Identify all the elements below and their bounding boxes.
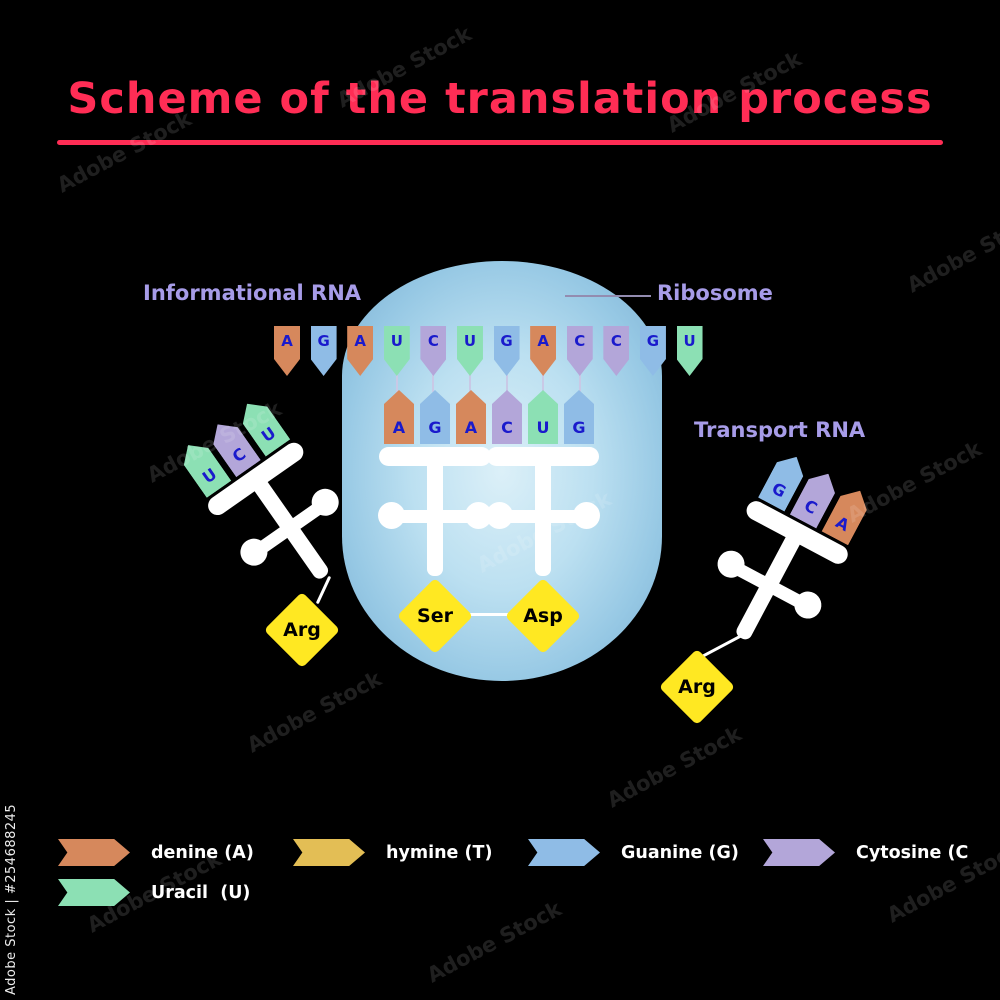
codon-anticodon-connector [432,372,435,392]
anticodon-flag-A: A [384,390,414,444]
anticodon-letter: U [198,464,221,488]
trna-crossbar [391,510,479,523]
legend-item-T: hymine (T) [293,839,492,866]
amino-acid-diamond: Arg [263,591,341,669]
amino-acid-label: Arg [283,619,321,641]
mrna-nucleotide-letter: A [537,332,549,350]
legend-label: Cytosine (C [856,842,969,863]
transport-rna-label: Transport RNA [694,418,866,442]
trna-loop-left [378,502,405,529]
legend-item-G: Guanine (G) [528,839,739,866]
watermark-side-text: Adobe Stock | #254688245 [4,803,19,995]
mrna-nucleotide-flag-C: C [603,326,630,376]
mrna-nucleotide-flag-C: C [566,326,593,376]
anticodon-flag-U: U [528,390,558,444]
trna-loop-left [486,502,513,529]
codon-anticodon-connector [395,372,398,392]
legend-arrow-icon [58,879,130,906]
mrna-nucleotide-flag-A: A [274,326,300,376]
mrna-nucleotide-letter: C [610,332,622,350]
amino-acid-diamond: Arg [658,648,736,726]
mrna-nucleotide-letter: G [646,332,660,350]
legend-arrow-icon [528,839,600,866]
page-title: Scheme of the translation process [67,74,933,124]
anticodon-letter: A [392,418,406,437]
anticodon-letter: C [501,418,513,437]
mrna-nucleotide-flag-U: U [383,326,410,376]
anticodon-letter: G [768,478,790,502]
codon-anticodon-connector [578,372,581,392]
trna-loop-right [573,502,600,529]
amino-acid-diamond: Ser [396,577,474,655]
mrna-nucleotide-flag-A: A [347,326,374,376]
anticodon-letter: C [228,443,250,467]
mrna-nucleotide-flag-U: U [456,326,483,376]
codon-anticodon-connector [505,372,508,392]
mrna-nucleotide-letter: G [500,332,513,350]
legend-item-A: denine (A) [58,839,254,866]
mrna-nucleotide-flag-G: G [493,326,520,376]
anticodon-letter: C [801,495,821,519]
legend-label: hymine (T) [386,842,493,863]
trna-inner1: A G A Ser [345,390,525,660]
codon-anticodon-connector [469,372,471,392]
anticodon-flag-C: C [492,390,522,444]
legend-arrow-icon [763,839,835,866]
anticodon-letter: G [428,418,442,437]
amino-acid-diamond: Asp [504,577,582,655]
trna-crossbar [499,510,587,523]
mrna-nucleotide-flag-A: A [530,326,557,376]
anticodon-letter: U [536,418,550,437]
watermark-tile: Adobe Stock [423,896,566,988]
mrna-nucleotide-flag-G: G [310,326,337,376]
title-underline [57,140,943,145]
legend-label: denine (A) [151,842,254,863]
legend-label: Guanine (G) [621,842,739,863]
mrna-nucleotide-letter: U [390,332,403,350]
legend-label: Uracil (U) [151,882,251,903]
ribosome-pointer-line [565,295,651,297]
mrna-nucleotide-letter: A [281,332,293,350]
mrna-nucleotide-letter: A [354,332,366,350]
legend-arrow-icon [293,839,365,866]
informational-rna-label: Informational RNA [143,281,362,305]
anticodon-letter: A [464,418,478,437]
peptide-bond-line [445,613,545,616]
anticodon-flag-G: G [420,390,450,444]
legend-item-C: Cytosine (C [763,839,968,866]
mrna-nucleotide-letter: C [427,332,439,350]
legend-arrow-icon [58,839,130,866]
mrna-nucleotide-letter: U [463,332,477,350]
mrna-nucleotide-letter: U [683,332,696,350]
amino-acid-label: Asp [523,605,563,627]
watermark-tile: Adobe Stock [903,206,1000,298]
legend-item-U: Uracil (U) [58,879,250,906]
mrna-nucleotide-flag-U: U [676,326,703,376]
ribosome-label: Ribosome [657,281,773,305]
trna-inner2: C U G Asp [453,390,633,660]
anticodon-letter: A [832,512,853,536]
codon-anticodon-connector [542,372,545,392]
amino-acid-label: Ser [417,605,453,627]
mrna-nucleotide-flag-G: G [639,326,666,376]
anticodon-letter: U [257,422,280,446]
anticodon-letter: G [572,418,586,437]
amino-acid-label: Arg [678,676,716,698]
anticodon-flag-G: G [564,390,594,444]
watermark-tile: Adobe Stock [603,721,746,813]
mrna-nucleotide-letter: C [574,332,586,350]
mrna-nucleotide-flag-C: C [420,326,447,376]
mrna-nucleotide-letter: G [317,332,330,350]
